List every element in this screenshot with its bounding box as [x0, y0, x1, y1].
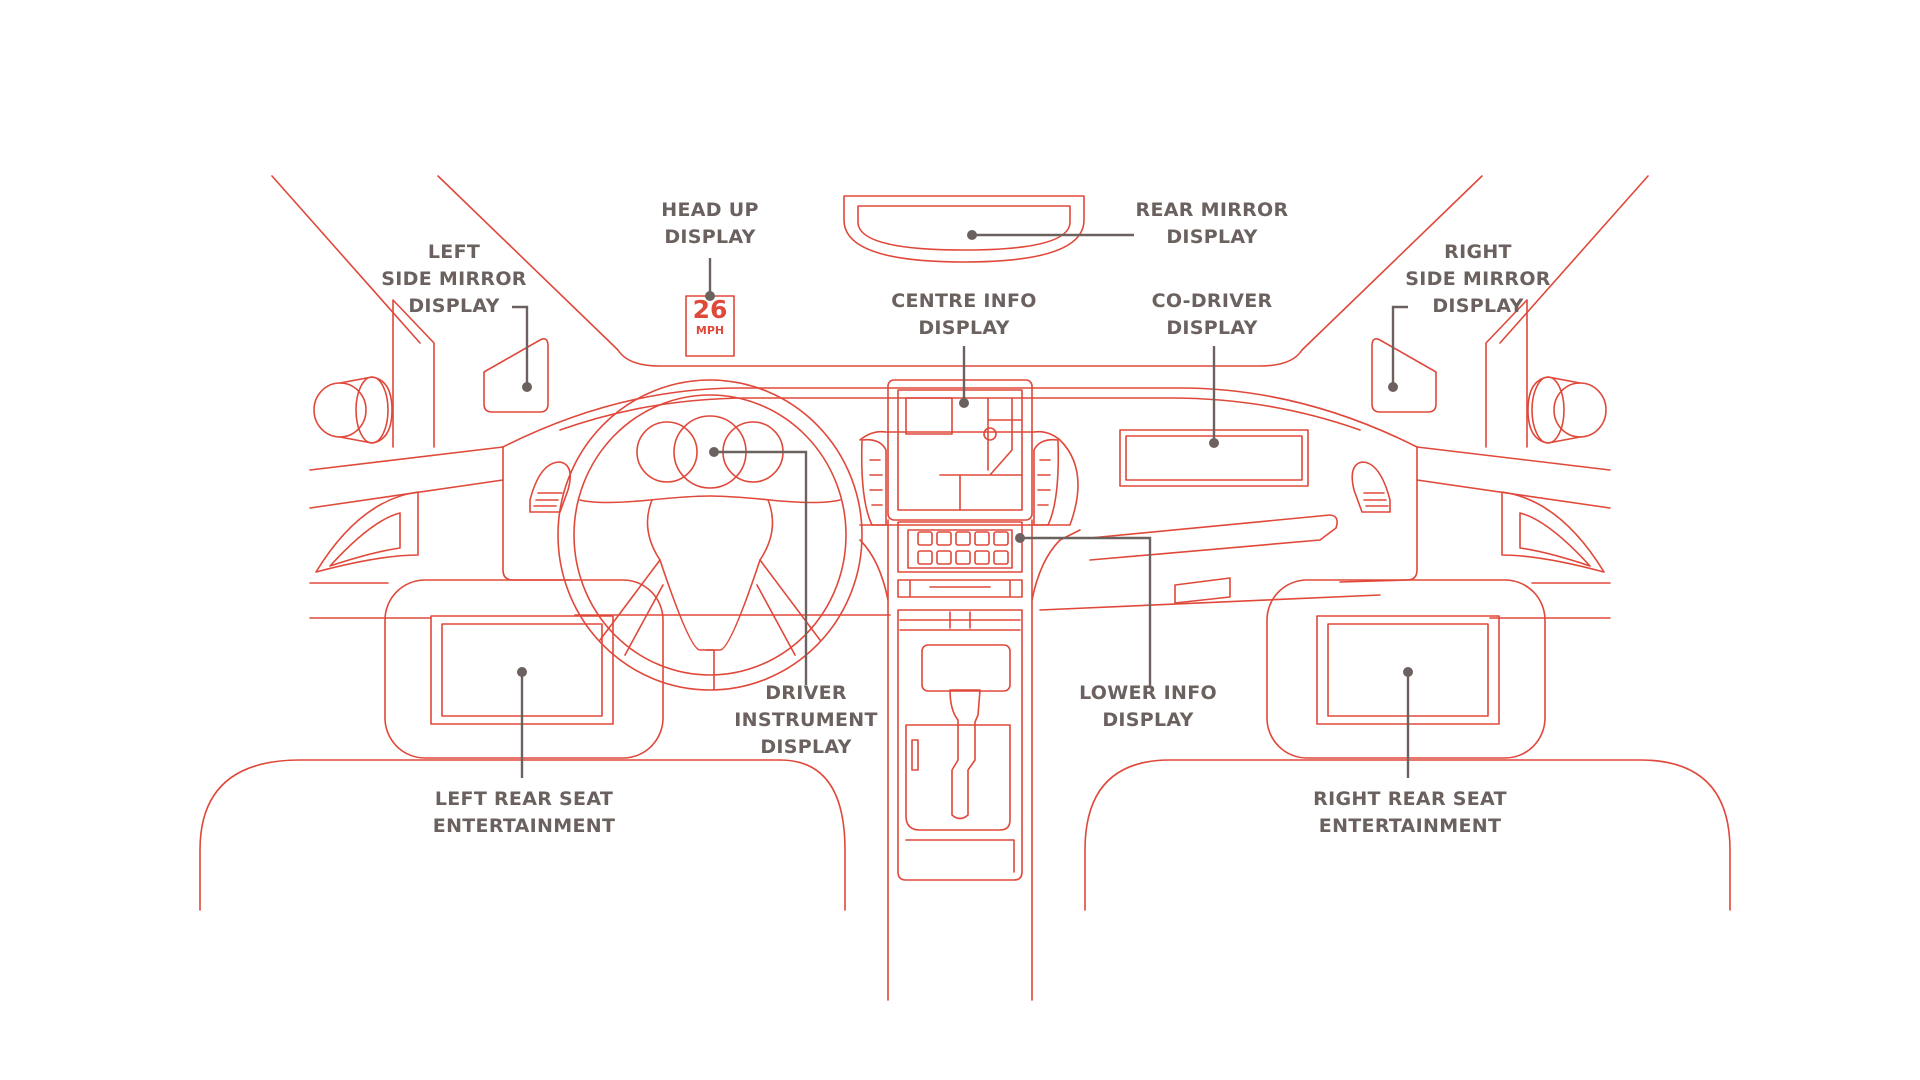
label-line: REAR MIRROR — [1135, 199, 1289, 221]
left-mirror-glass — [483, 338, 549, 413]
label-line: CO-DRIVER — [1151, 290, 1273, 312]
leader-driver-instrument — [714, 450, 808, 685]
label-line: SIDE MIRROR — [1405, 268, 1551, 290]
hud-speed-value: 26 — [692, 295, 728, 324]
leader-left-mirror — [512, 305, 529, 387]
right-mirror-housing — [1527, 376, 1607, 444]
label-left-side-mirror-display: LEFT SIDE MIRROR DISPLAY — [381, 239, 526, 320]
label-line: HEAD UP — [661, 199, 759, 221]
rear-mirror — [843, 195, 1085, 263]
label-left-rear-seat-entertainment: LEFT REAR SEAT ENTERTAINMENT — [433, 786, 615, 840]
button-grid — [917, 531, 1009, 565]
steering-wheel — [557, 379, 863, 691]
glovebox-slot — [1174, 577, 1231, 604]
label-line: SIDE MIRROR — [381, 268, 527, 290]
left-door-handle — [315, 491, 419, 573]
centre-console — [859, 379, 1081, 1001]
label-right-side-mirror-display: RIGHT SIDE MIRROR DISPLAY — [1405, 239, 1550, 320]
windshield-left-inner — [437, 175, 1483, 367]
dashboard-right-block — [1339, 446, 1418, 583]
label-line: LOWER INFO — [1079, 682, 1217, 704]
left-vent — [529, 461, 571, 513]
door-right — [1416, 446, 1611, 619]
dashboard-lower-line — [574, 594, 1381, 616]
label-centre-info-display: CENTRE INFO DISPLAY — [891, 288, 1036, 342]
label-line: RIGHT REAR SEAT — [1313, 788, 1507, 810]
label-line: LEFT — [427, 241, 481, 263]
a-pillar-right — [1485, 299, 1528, 448]
label-line: DISPLAY — [664, 226, 756, 248]
label-line: LEFT REAR SEAT — [434, 788, 614, 810]
dashboard-top-inner — [559, 397, 1361, 431]
label-right-rear-seat-entertainment: RIGHT REAR SEAT ENTERTAINMENT — [1313, 786, 1507, 840]
label-line: DRIVER — [765, 682, 847, 704]
leader-right-mirror — [1391, 305, 1408, 387]
left-mirror-housing — [313, 376, 393, 444]
label-line: DISPLAY — [408, 295, 500, 317]
label-rear-mirror-display: REAR MIRROR DISPLAY — [1136, 197, 1289, 251]
label-line: INSTRUMENT — [734, 709, 878, 731]
centre-surround — [859, 430, 1079, 526]
label-co-driver-display: CO-DRIVER DISPLAY — [1152, 288, 1273, 342]
label-driver-instrument-display: DRIVER INSTRUMENT DISPLAY — [734, 680, 877, 761]
a-pillar-left — [392, 299, 435, 448]
label-lower-info-display: LOWER INFO DISPLAY — [1079, 680, 1217, 734]
label-line: DISPLAY — [1102, 709, 1194, 731]
windshield-left-outer — [271, 175, 421, 344]
dashboard-top — [502, 387, 1418, 448]
label-line: DISPLAY — [1432, 295, 1524, 317]
label-line: CENTRE INFO — [891, 290, 1037, 312]
label-line: ENTERTAINMENT — [432, 815, 616, 837]
callout-dots — [517, 230, 1413, 677]
hud-speed-unit: MPH — [695, 324, 725, 337]
windshield-right-outer — [1499, 175, 1649, 344]
centre-vent-left — [860, 438, 887, 526]
label-line: ENTERTAINMENT — [1318, 815, 1502, 837]
label-head-up-display: HEAD UP DISPLAY — [661, 197, 758, 251]
door-left — [309, 446, 504, 619]
right-mirror-glass — [1371, 338, 1437, 413]
label-line: DISPLAY — [918, 317, 1010, 339]
label-line: DISPLAY — [760, 736, 852, 758]
leader-lower-info — [1020, 536, 1152, 688]
right-door-handle — [1501, 491, 1605, 573]
label-line: DISPLAY — [1166, 317, 1258, 339]
label-line: RIGHT — [1444, 241, 1512, 263]
right-vent — [1351, 461, 1391, 513]
dashboard-trim — [1089, 514, 1338, 561]
right-seat-back — [1084, 579, 1731, 911]
callout-leaders — [512, 233, 1410, 778]
label-line: DISPLAY — [1166, 226, 1258, 248]
centre-vent-right — [1033, 438, 1060, 526]
